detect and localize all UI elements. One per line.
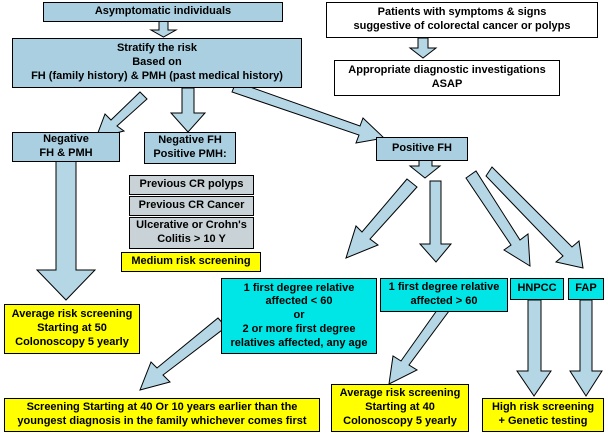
arrow-posfh-to-over60 xyxy=(418,180,453,263)
node-average40-line-3: Colonoscopy 5 yearly xyxy=(343,414,457,427)
node-screening40: Screening Starting at 40 Or 10 years ear… xyxy=(4,398,320,432)
arrow-stratify-to-posfh xyxy=(231,81,386,144)
node-over60-line-2: affected > 60 xyxy=(410,295,478,307)
node-negfh-pospmh: Negative FH Positive PMH: xyxy=(144,132,236,164)
node-diagnostic-line-2: ASAP xyxy=(431,78,463,90)
arrow-posfh-out xyxy=(408,158,442,179)
node-under60-line-3: or xyxy=(293,309,305,322)
node-high-risk-line-2: + Genetic testing xyxy=(498,415,588,427)
node-stratify-line-2: Based on xyxy=(132,56,182,69)
node-asymptomatic: Asymptomatic individuals xyxy=(43,2,283,22)
node-under60-line-4: 2 or more first degree xyxy=(242,322,356,335)
node-average50-line-3: Colonoscopy 5 yearly xyxy=(15,335,129,348)
node-prev-polyps-text: Previous CR polyps xyxy=(139,178,244,191)
node-screening40-line-1: Screening Starting at 40 Or 10 years ear… xyxy=(26,401,298,414)
arrow-hnpcc-to-highrisk xyxy=(516,299,552,397)
node-stratify-line-3: FH (family history) & PMH (past medical … xyxy=(31,69,283,82)
node-average40: Average risk screening Starting at 40 Co… xyxy=(331,384,469,432)
node-colitis: Ulcerative or Crohn's Colitis > 10 Y xyxy=(129,217,254,249)
node-negative: Negative FH & PMH xyxy=(12,132,120,162)
node-average40-line-1: Average risk screening xyxy=(339,387,461,400)
node-negfh-line-2: Positive PMH: xyxy=(153,148,227,160)
arrow-symptoms-to-diagnostic xyxy=(408,37,438,59)
node-fap: FAP xyxy=(568,278,604,300)
node-negfh-line-1: Negative FH xyxy=(158,134,222,147)
node-average50-line-1: Average risk screening xyxy=(11,308,133,321)
node-over60-line-1: 1 first degree relative xyxy=(388,281,500,294)
node-prev-polyps: Previous CR polyps xyxy=(129,175,254,195)
node-hnpcc: HNPCC xyxy=(510,278,564,300)
node-medium-risk-text: Medium risk screening xyxy=(131,255,251,268)
node-colitis-line-1: Ulcerative or Crohn's xyxy=(136,219,247,232)
node-average50-line-2: Starting at 50 xyxy=(37,322,107,335)
arrow-under60-to-screening40 xyxy=(139,317,227,391)
node-high-risk-line-1: High risk screening xyxy=(491,401,595,414)
node-diagnostic: Appropriate diagnostic investigations AS… xyxy=(334,60,560,96)
node-over60: 1 first degree relative affected > 60 xyxy=(380,278,508,312)
node-asymptomatic-text: Asymptomatic individuals xyxy=(94,5,232,18)
node-colitis-line-2: Colitis > 10 Y xyxy=(157,233,226,245)
node-average50: Average risk screening Starting at 50 Co… xyxy=(4,304,140,354)
node-fap-text: FAP xyxy=(575,282,597,295)
node-positive-fh-text: Positive FH xyxy=(392,142,452,155)
arrow-negative-to-average50 xyxy=(35,159,97,301)
node-high-risk: High risk screening + Genetic testing xyxy=(482,398,604,432)
arrow-posfh-to-fap xyxy=(485,166,584,269)
node-under60-line-5: relatives affected, any age xyxy=(230,336,368,349)
node-under60-line-2: affected < 60 xyxy=(265,295,333,308)
node-under60-line-1: 1 first degree relative xyxy=(243,281,355,294)
node-positive-fh: Positive FH xyxy=(376,137,468,161)
node-hnpcc-text: HNPCC xyxy=(517,282,557,295)
arrow-fap-to-highrisk xyxy=(569,299,603,397)
node-stratify-line-1: Stratify the risk xyxy=(116,42,198,55)
arrow-over60-to-average40 xyxy=(388,305,450,385)
node-diagnostic-line-1: Appropriate diagnostic investigations xyxy=(348,64,546,77)
node-medium-risk: Medium risk screening xyxy=(121,252,261,272)
node-stratify: Stratify the risk Based on FH (family hi… xyxy=(12,38,302,88)
node-average40-line-2: Starting at 40 xyxy=(365,401,435,414)
node-prev-cancer-text: Previous CR Cancer xyxy=(138,199,245,212)
node-under60: 1 first degree relative affected < 60 or… xyxy=(221,278,377,354)
node-symptoms: Patients with symptoms & signs suggestiv… xyxy=(326,2,598,38)
node-symptoms-line-2: suggestive of colorectal cancer or polyp… xyxy=(353,20,571,32)
node-prev-cancer: Previous CR Cancer xyxy=(129,196,254,216)
arrow-posfh-to-hnpcc xyxy=(465,170,531,267)
node-symptoms-line-1: Patients with symptoms & signs xyxy=(377,6,547,19)
arrow-asym-to-stratify xyxy=(149,19,178,38)
arrow-stratify-to-negfh xyxy=(169,87,207,133)
node-screening40-line-2: youngest diagnosis in the family whichev… xyxy=(17,415,307,427)
node-negative-line-1: Negative xyxy=(43,133,89,146)
arrow-posfh-to-under60 xyxy=(345,178,418,259)
node-negative-line-2: FH & PMH xyxy=(39,147,93,159)
